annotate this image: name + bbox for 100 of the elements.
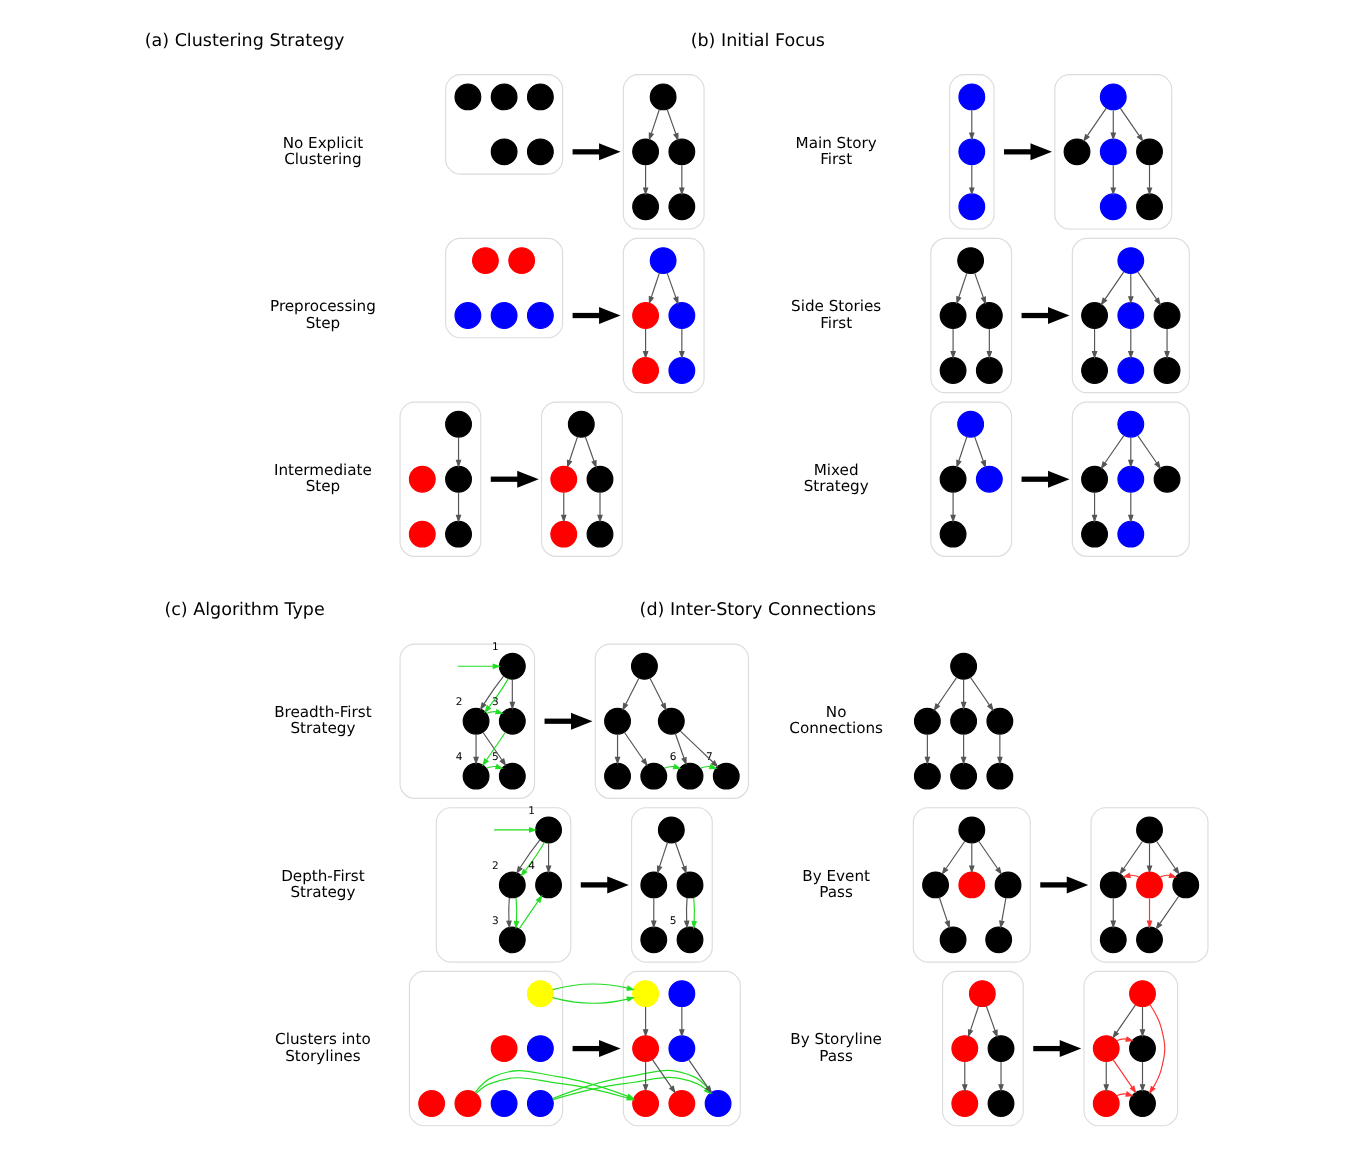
node-circle: [1081, 357, 1108, 384]
arrow: [666, 108, 679, 142]
node-circle: [526, 302, 554, 329]
arrow: [998, 1061, 1004, 1093]
node-circle: [668, 1090, 696, 1117]
arrow: [622, 677, 640, 711]
node-circle: [1081, 465, 1108, 493]
arrow: [520, 841, 546, 877]
arrow: [961, 1061, 968, 1093]
arrow: [986, 328, 993, 360]
node-circle: [951, 1035, 979, 1063]
node-circle: [632, 1090, 660, 1117]
arrow: [572, 1040, 621, 1058]
node-circle: [498, 652, 526, 680]
node-circle: [668, 980, 696, 1008]
cluster: [1071, 237, 1190, 394]
node-circle: [939, 926, 967, 954]
node-circle: [975, 465, 1003, 493]
node-circle: [1099, 871, 1127, 899]
arrow: [1110, 109, 1117, 141]
node-circle: [1099, 83, 1127, 111]
node-circle: [550, 520, 578, 548]
arrow: [700, 763, 718, 770]
node-circle: [1117, 357, 1145, 384]
node-circle: [958, 193, 986, 221]
cluster: [1054, 74, 1173, 230]
node-circle: [632, 1035, 660, 1063]
arrow: [950, 492, 956, 523]
arrow: [490, 470, 539, 488]
arrow: [974, 272, 986, 305]
node-circle: [1153, 357, 1181, 384]
arrow: [1004, 143, 1052, 161]
node-circle: [1117, 410, 1145, 438]
node-circle: [550, 465, 578, 493]
label: (c) Algorithm Type: [164, 601, 325, 622]
node-circle: [567, 410, 595, 438]
node-circle: [1136, 871, 1163, 899]
arrow: [572, 143, 621, 161]
cluster: [540, 401, 623, 557]
cluster: [949, 74, 995, 230]
node-circle: [676, 926, 704, 954]
node-circle: [939, 357, 967, 384]
arrow: [1139, 1061, 1146, 1093]
arrow: [1159, 872, 1178, 878]
node-circle: [632, 357, 660, 384]
arrow: [1033, 1040, 1082, 1058]
cluster: [1071, 401, 1190, 557]
arrow: [649, 677, 667, 711]
arrow: [678, 164, 685, 196]
node-circle: [649, 247, 677, 274]
node-circle: [508, 247, 536, 274]
node-circle: [454, 302, 482, 329]
label: (d) Inter-Story Connections: [639, 601, 877, 622]
node-circle: [1129, 1090, 1156, 1117]
node-circle: [1099, 926, 1127, 954]
cluster: [930, 401, 1013, 557]
arrow: [1100, 435, 1125, 470]
arrow: [1148, 1003, 1166, 1095]
node-circle: [668, 302, 696, 329]
arrow: [941, 840, 966, 876]
arrow: [513, 897, 520, 930]
node-circle: [526, 980, 554, 1008]
node-circle: [668, 357, 696, 384]
arrow: [1127, 328, 1134, 360]
arrow: [1021, 307, 1070, 324]
node-circle: [1092, 1090, 1120, 1117]
arrow: [1116, 1036, 1134, 1042]
arrow: [650, 897, 657, 929]
arrow: [1127, 437, 1134, 469]
node-circle: [454, 83, 482, 111]
node-circle: [445, 465, 472, 493]
node-circle: [987, 1090, 1015, 1117]
node-circle: [676, 762, 704, 790]
node-circle: [632, 980, 660, 1008]
node-circle: [1136, 138, 1163, 166]
arrow: [683, 897, 690, 929]
node-circle: [490, 1035, 518, 1063]
node-circle: [586, 465, 614, 493]
arrow: [1116, 1091, 1134, 1097]
arrow: [597, 492, 603, 523]
arrow: [652, 1059, 676, 1094]
arrow: [1040, 876, 1089, 894]
arrow: [1110, 164, 1117, 196]
node-circle: [472, 247, 499, 274]
node-circle: [631, 652, 658, 680]
node-circle: [1117, 302, 1145, 329]
node-circle: [498, 926, 526, 954]
arrow: [674, 732, 687, 766]
node-circle: [498, 871, 526, 899]
arrow: [968, 842, 975, 874]
arrow: [1112, 1059, 1137, 1094]
node-circle: [408, 520, 436, 548]
arrow: [924, 734, 931, 765]
node-circle: [1099, 138, 1127, 166]
node-circle: [649, 83, 677, 111]
node-circle: [604, 762, 631, 790]
arrow: [509, 679, 516, 711]
arrow: [1127, 492, 1134, 523]
arrow: [1146, 842, 1153, 874]
node-circle: [958, 83, 986, 111]
